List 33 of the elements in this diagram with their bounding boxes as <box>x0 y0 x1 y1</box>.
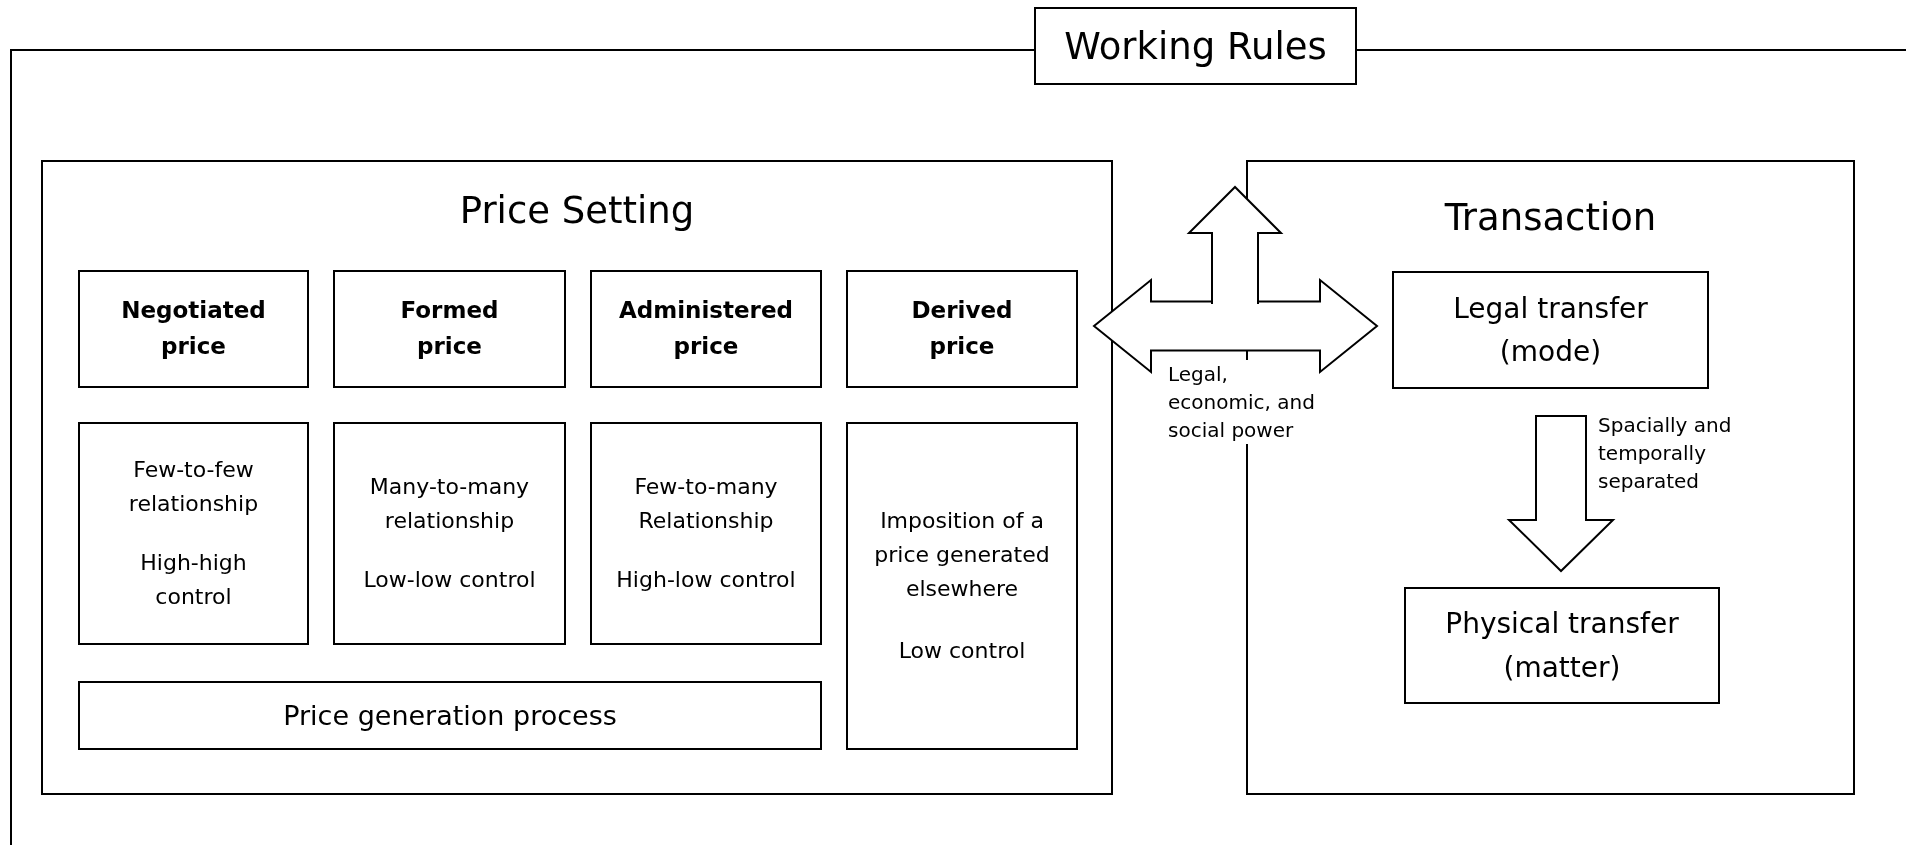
group-heading: Transaction <box>1444 196 1657 239</box>
box-text: Low-low control <box>362 566 537 595</box>
box-text: Low control <box>897 637 1027 666</box>
box-heading: Negotiated price <box>120 296 267 361</box>
box-text: Few-to-few relationship <box>127 455 260 518</box>
category-box <box>333 270 566 388</box>
text-box <box>333 422 566 645</box>
box-text: Imposition of a price generated elsewhere <box>873 506 1051 603</box>
text-box <box>1404 587 1720 704</box>
box-text: High-low control <box>615 566 797 595</box>
text-box <box>78 681 822 750</box>
box-text: Few-to-many Relationship <box>633 472 779 535</box>
box-text: Physical transfer (matter) <box>1444 606 1680 686</box>
text-box <box>1392 271 1709 389</box>
block-arrow <box>1506 415 1616 573</box>
category-box <box>846 270 1078 388</box>
block-arrow <box>1092 277 1379 375</box>
frame-title: Working Rules <box>1034 7 1357 85</box>
box-text: Price generation process <box>282 698 618 733</box>
box-heading: Administered price <box>617 296 795 361</box>
block-arrow <box>1186 185 1284 305</box>
text-box <box>846 422 1078 750</box>
category-box <box>590 270 822 388</box>
box-heading: Formed price <box>399 296 500 361</box>
group-box <box>41 160 1113 795</box>
box-text: High-high control <box>139 549 248 612</box>
box-heading: Derived price <box>910 296 1014 361</box>
group-heading: Price Setting <box>459 189 695 232</box>
category-box <box>78 270 309 388</box>
text-box <box>590 422 822 645</box>
box-text: Many-to-many relationship <box>368 472 531 535</box>
box-text: Legal transfer (mode) <box>1452 290 1649 370</box>
text-box <box>78 422 309 645</box>
